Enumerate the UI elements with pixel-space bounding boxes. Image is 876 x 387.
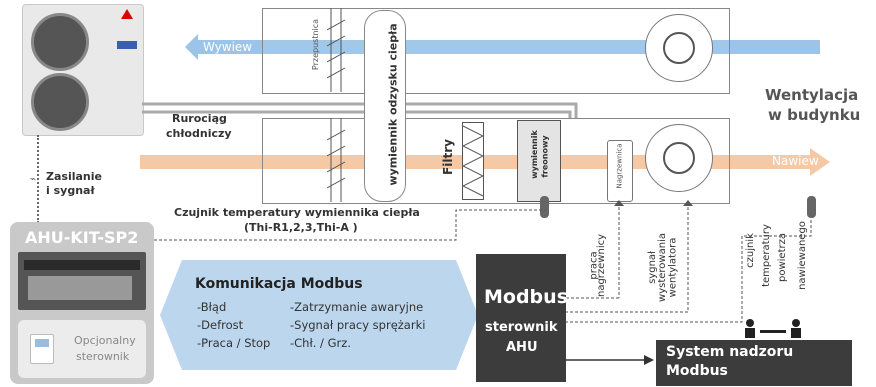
comm-item-right-2: -Sygnał pracy sprężarki xyxy=(290,318,425,332)
supervision-line1: System nadzoru xyxy=(666,344,793,360)
comm-item-left-3: -Praca / Stop xyxy=(197,336,270,350)
modbus-comm-title: Komunikacja Modbus xyxy=(195,276,363,292)
ahu-kit-title: AHU-KIT-SP2 xyxy=(25,228,138,247)
comm-item-left-2: -Defrost xyxy=(197,318,243,332)
fan-arrow-icon xyxy=(683,200,693,206)
heater-arrow-icon xyxy=(614,200,624,206)
supply-sensor-label-line1: czujnik xyxy=(745,233,756,268)
supply-sensor-label-line4: nawiewanego xyxy=(797,221,808,290)
fan-signal-label-line2: wysterowania xyxy=(657,233,668,302)
modbus-controller-box xyxy=(476,254,566,382)
heater-work-label-line2: nagrzewnicy xyxy=(596,234,607,297)
supervision-line2: Modbus xyxy=(666,363,728,379)
optional-controller-line2: sterownik xyxy=(76,350,129,363)
modbus-controller-line2: sterownik xyxy=(485,320,557,335)
operators-icon xyxy=(738,318,808,340)
comm-item-left-1: -Błąd xyxy=(197,300,226,314)
remote-controller-icon xyxy=(30,334,54,364)
supply-sensor-label-line2: temperatury xyxy=(761,224,772,287)
comm-item-right-3: -Chł. / Grz. xyxy=(290,336,351,350)
modbus-controller-line3: AHU xyxy=(506,340,538,355)
fan-signal-label-line3: wentylatora xyxy=(667,238,678,298)
optional-controller-line1: Opcjonalny xyxy=(74,334,136,347)
sensor-signal-line xyxy=(154,210,545,240)
controller-to-supervision-arrow xyxy=(566,352,656,368)
modbus-controller-title: Modbus xyxy=(484,286,568,308)
ahu-kit-controller-image xyxy=(18,252,146,310)
comm-item-right-1: -Zatrzymanie awaryjne xyxy=(290,300,423,314)
supply-sensor-label-line3: powietrza xyxy=(777,233,788,282)
